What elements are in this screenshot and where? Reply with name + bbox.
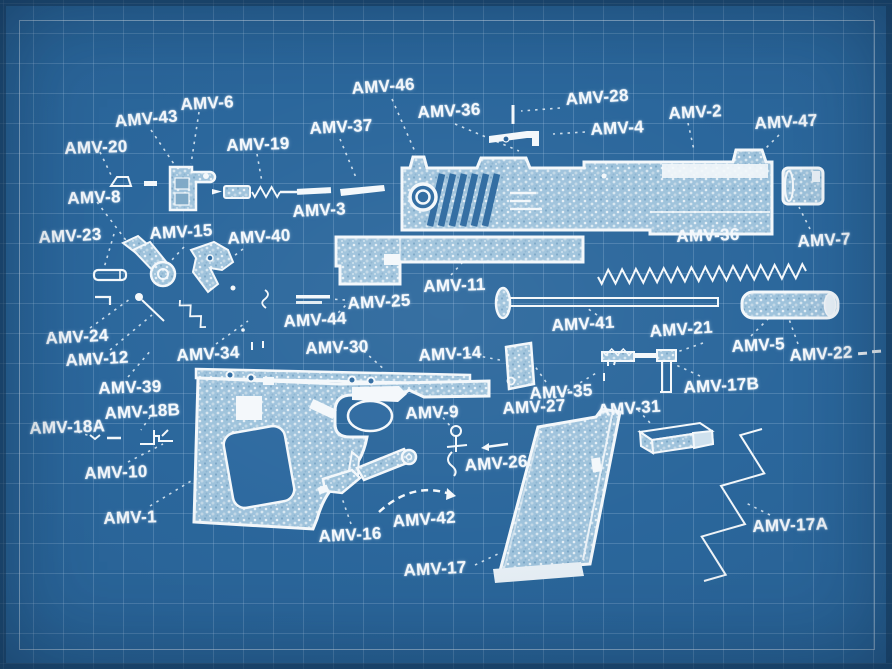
part-label-amv-23: AMV-23 [38,224,103,247]
part-label-amv-37: AMV-37 [309,115,374,138]
slide-stop-drawing [317,447,418,495]
part-label-amv-1: AMV-1 [103,507,158,528]
trigger-slot [309,398,337,420]
part-label-amv-16: AMV-16 [318,523,383,546]
part-label-amv-30: AMV-30 [305,336,369,358]
part-label-amv-3: AMV-3 [292,199,347,221]
barrel-drawing [334,235,585,286]
sear-drawing [189,240,235,294]
small-pin-drawing [144,181,157,186]
grip-panel-window [222,424,296,510]
part-label-amv-11: AMV-11 [423,274,486,296]
safety-lever-drawing [168,165,217,212]
part-label-amv-14: AMV-14 [418,342,483,365]
pin-bar-drawing [296,187,332,195]
magazine-base-foot [493,562,584,583]
part-label-amv-44: AMV-44 [283,308,348,331]
spring-plug-drawing [740,290,840,320]
part-label-amv-22: AMV-22 [789,342,854,365]
part-label-amv-18b: AMV-18B [104,400,181,423]
part-label-amv-8: AMV-8 [67,187,122,208]
guide-rod-drawing [494,286,719,320]
recoil-spring-drawing [597,261,807,287]
part-label-amv-41: AMV-41 [551,312,616,335]
extractor-drawing [489,131,539,146]
part-label-amv-36-right: AMV-36 [676,224,740,246]
part-label-amv-4: AMV-4 [590,117,645,139]
magazine-witness-slot [591,457,602,473]
magazine-floorplate-drawing [637,421,715,455]
part-label-amv-17: AMV-17 [403,557,468,580]
small-parts-bottom-left [89,429,173,445]
trigger-guard-opening [346,399,394,433]
part-label-amv-40: AMV-40 [227,225,292,248]
part-label-amv-42: AMV-42 [392,507,457,531]
part-label-amv-34: AMV-34 [176,342,241,365]
magazine-drawing [493,407,622,583]
slide-drawing [400,148,774,236]
part-label-amv-27: AMV-27 [502,395,567,418]
part-label-amv-17a: AMV-17A [752,514,829,536]
part-label-amv-36-top: AMV-36 [417,99,482,122]
sear-housing-drawing [601,347,677,393]
part-label-amv-31: AMV-31 [597,396,662,420]
part-label-amv-12: AMV-12 [65,347,130,370]
part-label-amv-24: AMV-24 [45,325,110,348]
spring-wire-drawing [378,488,456,513]
frame-pin-holes [225,370,376,386]
frame-drawing [192,367,491,531]
part-label-amv-9: AMV-9 [405,402,460,423]
part-label-amv-17b: AMV-17B [683,374,760,397]
part-label-amv-39: AMV-39 [98,376,162,398]
slide-serrations [426,173,501,227]
part-label-amv-43: AMV-43 [114,106,179,131]
part-label-amv-6: AMV-6 [180,92,235,114]
part-label-amv-47: AMV-47 [754,110,819,133]
small-parts-left [92,268,330,350]
part-label-amv-26: AMV-26 [464,451,529,475]
part-label-amv-25: AMV-25 [347,290,412,313]
barrel-bushing-drawing [781,166,825,206]
hammer-drawing [121,234,177,288]
part-label-amv-21: AMV-21 [649,317,714,341]
part-label-amv-20: AMV-20 [64,136,128,158]
part-label-amv-5: AMV-5 [731,334,786,356]
part-label-amv-10: AMV-10 [84,461,148,483]
muzzle-ring [408,182,438,212]
part-label-amv-18a: AMV-18A [29,416,106,438]
slide-top-highlight [662,164,768,178]
flat-spring-drawing [340,185,385,196]
magazine-spring-drawing [700,428,766,582]
part-label-amv-15: AMV-15 [149,220,214,243]
part-label-amv-46: AMV-46 [351,74,416,98]
wedge-pin-drawing [109,176,133,187]
mainspring-housing-drawing [504,341,536,391]
pin-arrow-drawing [481,442,509,451]
part-label-amv-7: AMV-7 [797,229,852,251]
part-label-amv-19: AMV-19 [226,133,290,155]
magazine-catch-drawing [446,425,468,477]
part-label-amv-2: AMV-2 [668,101,723,123]
part-label-amv-28: AMV-28 [565,85,630,109]
